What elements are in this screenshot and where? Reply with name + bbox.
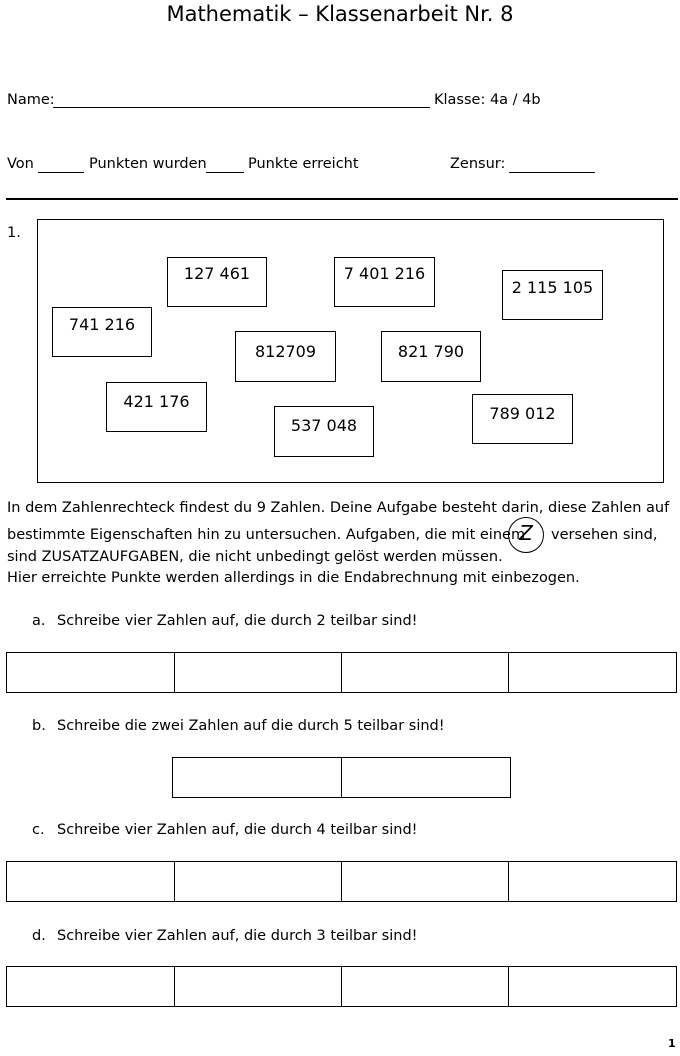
task-number: 1. [7, 225, 21, 241]
page-number: 1 [668, 1037, 676, 1050]
total-points-field[interactable] [38, 172, 84, 173]
name-field[interactable] [53, 107, 430, 108]
number-box: 7 401 216 [334, 257, 435, 307]
number-rectangle [37, 219, 664, 483]
number-box: 789 012 [472, 394, 573, 444]
answer-cell[interactable] [6, 966, 175, 1007]
answer-cell[interactable] [341, 652, 509, 693]
answer-cell[interactable] [508, 652, 677, 693]
subtask-letter: c. [32, 822, 45, 838]
subtask-text: Schreibe vier Zahlen auf, die durch 2 te… [57, 613, 418, 629]
number-box: 421 176 [106, 382, 207, 432]
instruction-line: bestimmte Eigenschaften hin zu untersuch… [7, 527, 526, 543]
instruction-line: In dem Zahlenrechteck findest du 9 Zahle… [7, 500, 670, 516]
number-box: 127 461 [167, 257, 267, 307]
subtask-letter: a. [32, 613, 46, 629]
name-label: Name: [7, 92, 55, 108]
answer-cell[interactable] [172, 757, 342, 798]
answer-cell[interactable] [174, 652, 342, 693]
z-symbol-icon: Z [508, 517, 544, 553]
answer-cell[interactable] [174, 966, 342, 1007]
subtask-text: Schreibe vier Zahlen auf, die durch 3 te… [57, 928, 418, 944]
page-title: Mathematik – Klassenarbeit Nr. 8 [166, 2, 514, 26]
reached-points-field[interactable] [206, 172, 244, 173]
punkten-wurden-label: Punkten wurden [89, 156, 207, 172]
answer-cell[interactable] [508, 861, 677, 902]
instruction-line: sind ZUSATZAUFGABEN, die nicht unbedingt… [7, 549, 503, 565]
number-box: 812709 [235, 331, 336, 382]
number-box: 741 216 [52, 307, 152, 357]
subtask-text: Schreibe vier Zahlen auf, die durch 4 te… [57, 822, 418, 838]
answer-cell[interactable] [6, 652, 175, 693]
instruction-line: Hier erreichte Punkte werden allerdings … [7, 570, 580, 586]
number-box: 537 048 [274, 406, 374, 457]
answer-cell[interactable] [341, 861, 509, 902]
instruction-line: versehen sind, [551, 527, 658, 543]
answer-cell[interactable] [341, 966, 509, 1007]
klasse-label: Klasse: 4a / 4b [434, 92, 541, 108]
answer-cell[interactable] [174, 861, 342, 902]
answer-cell[interactable] [6, 861, 175, 902]
grade-field[interactable] [509, 172, 595, 173]
answer-cell[interactable] [341, 757, 511, 798]
subtask-letter: b. [32, 718, 46, 734]
answer-cell[interactable] [508, 966, 677, 1007]
number-box: 2 115 105 [502, 270, 603, 320]
subtask-text: Schreibe die zwei Zahlen auf die durch 5… [57, 718, 445, 734]
punkte-erreicht-label: Punkte erreicht [248, 156, 359, 172]
subtask-letter: d. [32, 928, 46, 944]
number-box: 821 790 [381, 331, 481, 382]
zensur-label: Zensur: [450, 156, 506, 172]
header-divider [6, 198, 678, 200]
von-label: Von [7, 156, 34, 172]
z-symbol-letter: Z [519, 521, 533, 545]
